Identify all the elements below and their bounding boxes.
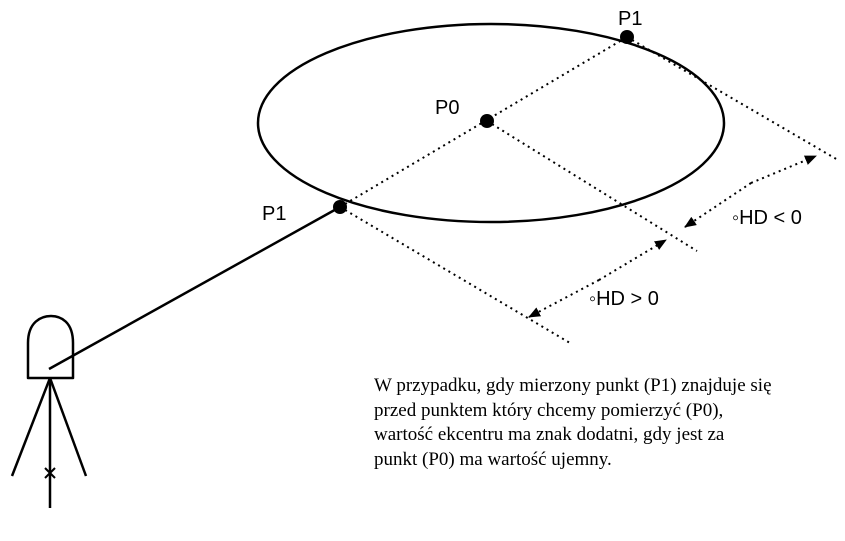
target-circle: [256, 22, 726, 224]
hd-positive-dimension-arrow-a: [528, 279, 600, 318]
label-p1-left: P1: [262, 203, 286, 225]
line-of-sight-dotted: [339, 36, 628, 208]
hd-negative-dimension-arrow-b: [750, 155, 817, 184]
caption-line-1: W przypadku, gdy mierzony punkt (P1) zna…: [374, 375, 772, 396]
caption-line-3: wartość ekcentru ma znak dodatni, gdy je…: [374, 424, 725, 445]
perpendicular-p0: [486, 120, 698, 252]
caption-text: W przypadku, gdy mierzony punkt (P1) zna…: [374, 374, 845, 472]
point-p0: [480, 114, 494, 128]
perpendicular-p1-near: [339, 206, 571, 344]
instrument-sight-line: [48, 205, 341, 371]
caption-line-2: przed punktem który chcemy pomierzyć (P0…: [374, 399, 724, 421]
label-p1-top: P1: [618, 8, 642, 30]
caption-line-4: punkt (P0) ma wartość ujemny.: [374, 448, 612, 470]
total-station-instrument-icon: [10, 314, 88, 508]
hd-negative-dimension-arrow-a: [684, 182, 752, 228]
point-p1-far: [620, 30, 634, 44]
label-hd-positive: ◦HD > 0: [589, 288, 659, 310]
hd-positive-dimension-arrow-b: [598, 239, 667, 281]
label-p0: P0: [435, 97, 459, 119]
point-p1-near: [333, 200, 347, 214]
perpendicular-p1-far: [626, 36, 839, 161]
label-hd-negative: ◦HD < 0: [732, 207, 802, 229]
